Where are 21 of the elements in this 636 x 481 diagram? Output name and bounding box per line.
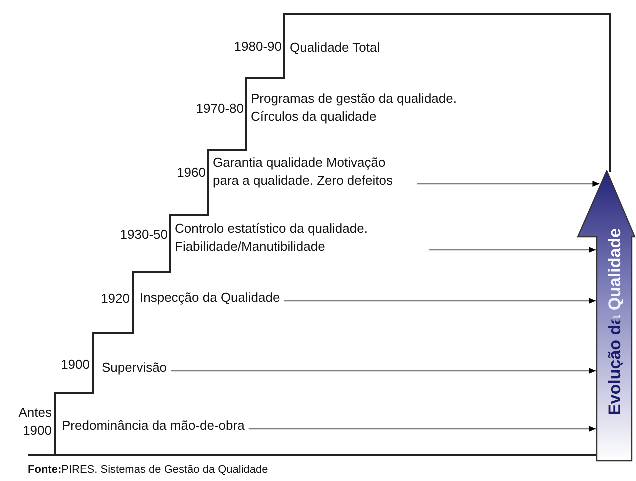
evolution-arrow [577, 170, 636, 462]
period-label: 1920 [100, 290, 130, 308]
arrow [284, 298, 596, 304]
step-label: Controlo estatístico da qualidade. Fiabilidade/Manutibilidade [175, 220, 369, 256]
step-label: Garantia qualidade Motivação para a qualidade. Zero defeitos [213, 154, 394, 190]
step-label: Qualidade Total [290, 39, 380, 57]
period-label: 1930-50 [119, 226, 168, 244]
step-label: Predominância da mão-de-obra [62, 417, 245, 435]
period-label: 1980-90 [233, 38, 282, 56]
step-label: Inspecção da Qualidade [140, 289, 280, 307]
arrow [417, 181, 600, 187]
period-label: Antes 1900 [18, 404, 52, 440]
step-label: Programas de gestão da qualidade. Círculos da qualidade [251, 90, 458, 126]
period-label: 1970-80 [195, 100, 244, 118]
period-label: 1960 [176, 164, 206, 182]
arrow [248, 426, 596, 432]
source-caption: Fonte:PIRES. Sistemas de Gestão da Qualidade [28, 463, 268, 477]
arrow [171, 368, 596, 374]
step-label: Supervisão [102, 359, 168, 377]
period-label: 1900 [60, 356, 90, 374]
arrow [429, 247, 596, 253]
